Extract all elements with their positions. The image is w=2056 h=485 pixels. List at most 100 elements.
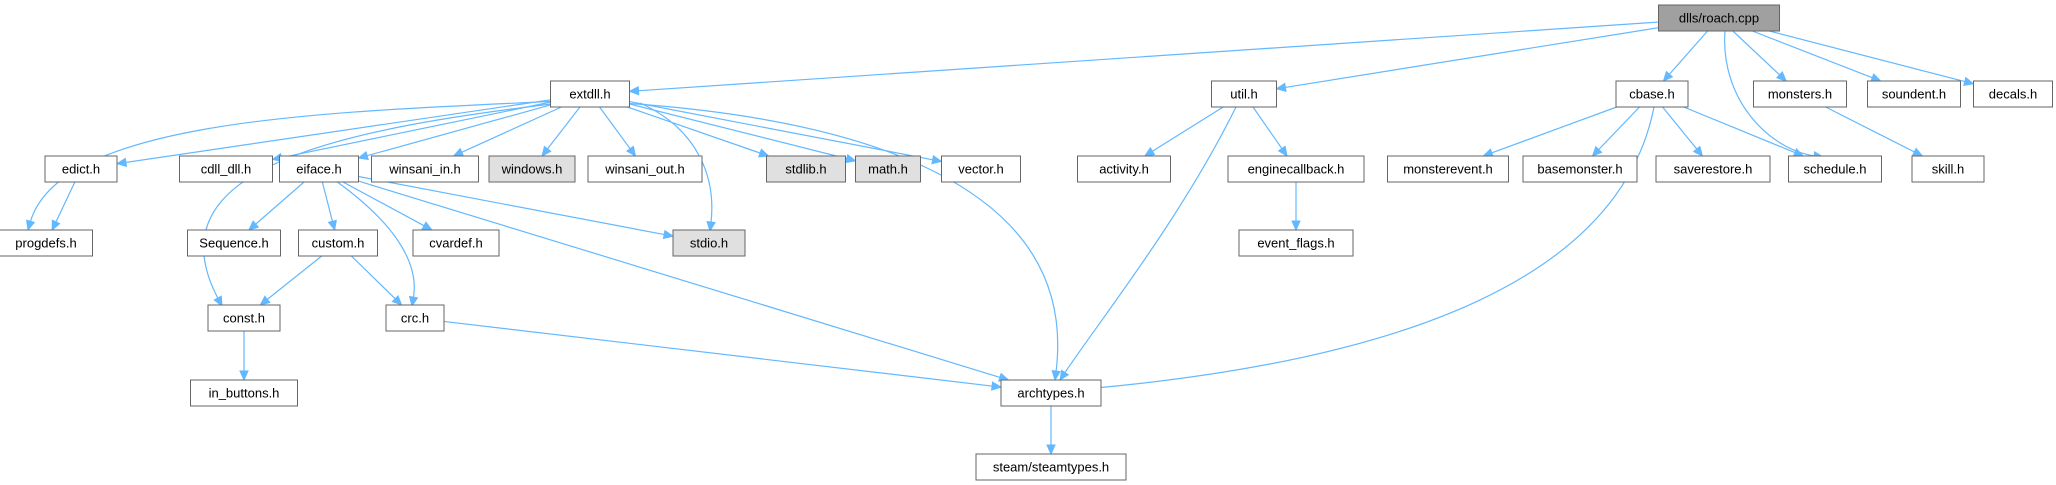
edge-cbase_h-to-basemonster_h xyxy=(1591,106,1640,157)
node-saverestore-h[interactable]: saverestore.h xyxy=(1655,155,1771,183)
node-label: vector.h xyxy=(958,161,1004,176)
edge-line xyxy=(443,320,994,387)
node-box xyxy=(672,229,746,257)
edge-arrowhead xyxy=(541,145,552,157)
edge-eiface_h-to-cvardef_h xyxy=(342,181,434,231)
edge-line xyxy=(124,99,551,164)
node-box xyxy=(44,155,118,183)
edge-line xyxy=(629,103,848,160)
node-monsterevent-h[interactable]: monsterevent.h xyxy=(1387,155,1509,183)
edge-archtypes_h-to-steamtypes_h xyxy=(1046,406,1056,456)
edge-line xyxy=(1284,27,1659,89)
edge-arrowhead xyxy=(1277,145,1288,158)
node-box xyxy=(412,229,500,257)
edge-eiface_h-to-archtypes_h xyxy=(358,180,1010,382)
node-cdll-dll-h[interactable]: cdll_dll.h xyxy=(179,155,273,183)
node-label: in_buttons.h xyxy=(209,385,280,400)
node-winsani-out-h[interactable]: winsani_out.h xyxy=(587,155,703,183)
edge-extdll_h-to-stdlib_h xyxy=(627,106,770,158)
node-soundent-h[interactable]: soundent.h xyxy=(1867,80,1961,108)
edge-arrowhead xyxy=(1692,145,1704,157)
node-label: monsterevent.h xyxy=(1403,161,1493,176)
node-cvardef-h[interactable]: cvardef.h xyxy=(412,229,500,257)
node-edict-h[interactable]: edict.h xyxy=(44,155,118,183)
node-monsters-h[interactable]: monsters.h xyxy=(1753,80,1847,108)
edge-line xyxy=(1063,106,1237,374)
node-label: progdefs.h xyxy=(15,235,76,250)
edge-roach_cpp-to-soundent_h xyxy=(1752,30,1882,82)
edge-util_h-to-enginecallback_h xyxy=(1252,106,1288,158)
node-eiface-h[interactable]: eiface.h xyxy=(279,155,359,183)
edge-arrowhead xyxy=(706,221,716,233)
edge-arrowhead xyxy=(628,85,640,96)
edge-arrowhead xyxy=(1051,369,1061,382)
node-label: decals.h xyxy=(1989,86,2037,101)
node-util-h[interactable]: util.h xyxy=(1211,80,1277,108)
edge-line xyxy=(280,101,551,159)
edge-arrowhead xyxy=(115,157,128,168)
edge-extdll_h-to-winsani_out_h xyxy=(599,106,637,157)
edge-eiface_h-to-stdio_h xyxy=(358,175,675,240)
edge-edict_h-to-progdefs_h xyxy=(51,181,76,232)
edge-line xyxy=(342,181,426,227)
edge-arrowhead xyxy=(51,219,61,232)
node-box xyxy=(1658,4,1780,32)
node-stdio-h: stdio.h xyxy=(672,229,746,257)
node-basemonster-h[interactable]: basemonster.h xyxy=(1522,155,1638,183)
edge-line xyxy=(1752,30,1874,79)
node-roach-cpp[interactable]: dlls/roach.cpp xyxy=(1658,4,1780,32)
node-box xyxy=(0,229,93,257)
node-activity-h[interactable]: activity.h xyxy=(1077,155,1171,183)
node-box xyxy=(1753,80,1847,108)
node-box xyxy=(1911,155,1985,183)
node-box xyxy=(941,155,1021,183)
edge-extdll_h-to-windows_h xyxy=(541,106,581,157)
edge-extdll_h-to-eiface_h xyxy=(357,104,551,161)
node-label: const.h xyxy=(223,310,265,325)
node-skill-h[interactable]: skill.h xyxy=(1911,155,1985,183)
edge-cbase_h-to-saverestore_h xyxy=(1662,106,1704,157)
node-winsani-in-h[interactable]: winsani_in.h xyxy=(371,155,479,183)
edge-cbase_h-to-archtypes_h xyxy=(1083,106,1655,393)
node-event-flags-h[interactable]: event_flags.h xyxy=(1238,229,1354,257)
node-math-h: math.h xyxy=(855,155,921,183)
edge-eiface_h-to-crc_h xyxy=(335,180,419,308)
node-schedule-h[interactable]: schedule.h xyxy=(1788,155,1882,183)
node-steamtypes-h[interactable]: steam/steamtypes.h xyxy=(975,453,1127,481)
edge-line xyxy=(358,180,1002,379)
node-extdll-h[interactable]: extdll.h xyxy=(550,80,630,108)
node-label: saverestore.h xyxy=(1674,161,1753,176)
node-in-buttons-h[interactable]: in_buttons.h xyxy=(190,379,298,407)
node-archtypes-h[interactable]: archtypes.h xyxy=(1000,379,1102,407)
node-progdefs-h[interactable]: progdefs.h xyxy=(0,229,93,257)
node-const-h[interactable]: const.h xyxy=(207,304,281,332)
edge-arrowhead xyxy=(408,295,419,308)
node-label: winsani_in.h xyxy=(388,161,461,176)
node-box xyxy=(1077,155,1171,183)
node-label: cvardef.h xyxy=(429,235,482,250)
edge-line xyxy=(1151,106,1224,153)
edge-line xyxy=(335,180,415,299)
node-sequence-h[interactable]: Sequence.h xyxy=(187,229,281,257)
node-box xyxy=(587,155,703,183)
edge-monsters_h-to-skill_h xyxy=(1825,106,1924,157)
edge-util_h-to-archtypes_h xyxy=(1059,106,1237,382)
node-label: archtypes.h xyxy=(1017,385,1084,400)
node-custom-h[interactable]: custom.h xyxy=(298,229,378,257)
node-windows-h: windows.h xyxy=(488,155,576,183)
edge-roach_cpp-to-cbase_h xyxy=(1662,30,1708,82)
edge-arrowhead xyxy=(626,145,637,157)
edge-arrowhead xyxy=(357,150,369,161)
node-crc-h[interactable]: crc.h xyxy=(385,304,445,332)
node-box xyxy=(298,229,378,257)
edge-line xyxy=(266,255,323,301)
edge-roach_cpp-to-util_h xyxy=(1275,27,1659,93)
node-decals-h[interactable]: decals.h xyxy=(1973,80,2053,108)
edge-roach_cpp-to-monsters_h xyxy=(1732,30,1788,82)
node-cbase-h[interactable]: cbase.h xyxy=(1615,80,1689,108)
edge-arrowhead xyxy=(1059,369,1070,382)
edge-extdll_h-to-cdll_dll_h xyxy=(271,101,551,163)
node-vector-h[interactable]: vector.h xyxy=(941,155,1021,183)
node-label: custom.h xyxy=(312,235,365,250)
node-enginecallback-h[interactable]: enginecallback.h xyxy=(1227,155,1365,183)
